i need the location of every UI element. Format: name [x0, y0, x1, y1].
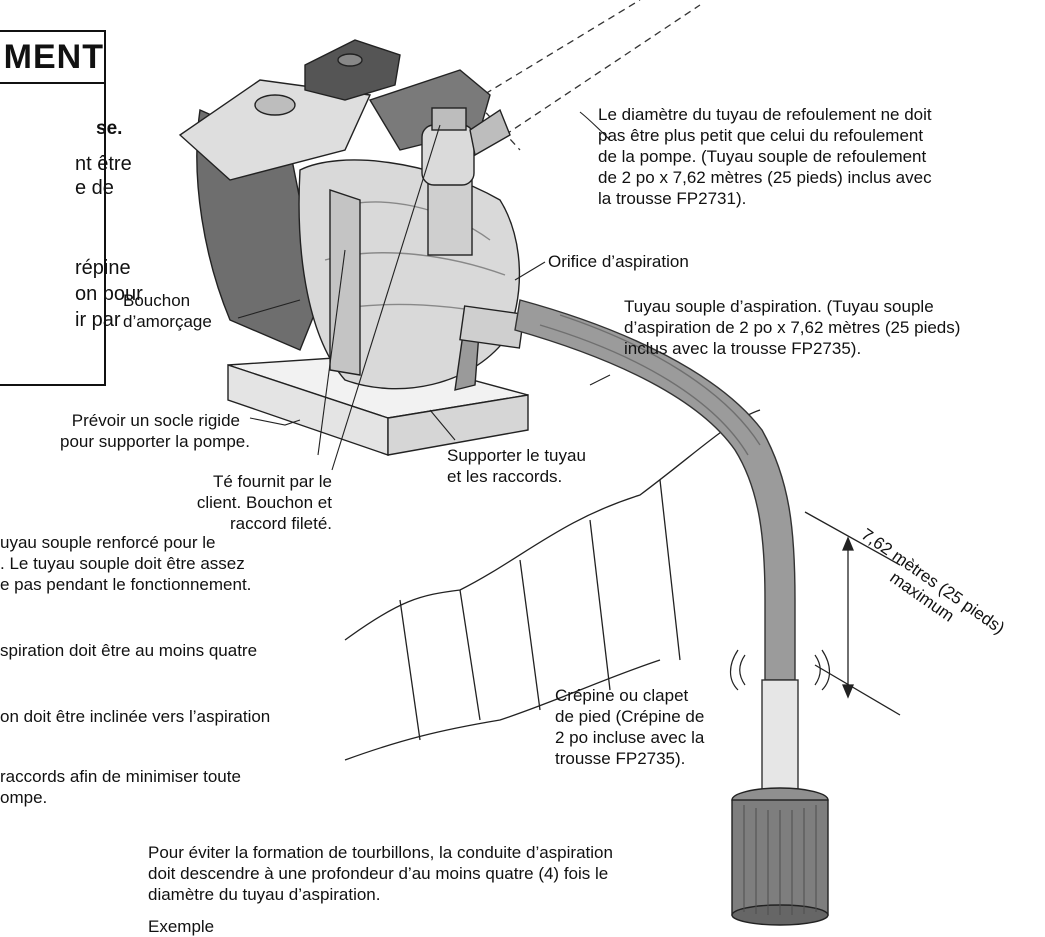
warning-line-1: nt être: [75, 153, 132, 175]
pump-body: [178, 39, 525, 391]
left-note-3: on doit être inclinée vers l’aspiration: [0, 707, 271, 726]
water-ripple: [729, 649, 831, 691]
warning-line-3: répine: [75, 257, 131, 279]
suction-hose-label: Tuyau souple d’aspiration. (Tuyau souple…: [624, 297, 961, 358]
suction-port-label: Orifice d’aspiration: [548, 252, 689, 271]
suction-hose: [514, 299, 799, 791]
strainer: [731, 787, 829, 926]
left-note-2: spiration doit être au moins quatre: [0, 641, 258, 660]
left-note-4: raccords afin de minimiser toute ompe.: [0, 767, 241, 807]
left-note-1: uyau souple renforcé pour le . Le tuyau …: [0, 533, 252, 594]
water-ground: [344, 409, 761, 761]
tee-label: Té fournit par le client. Bouchon et rac…: [196, 472, 332, 533]
priming-plug-label: Bouchon d’amorçage: [123, 291, 212, 331]
rigid-base-label: Prévoir un socle rigide pour supporter l…: [60, 411, 250, 451]
warning-line-5: ir par: [75, 309, 121, 331]
warning-box: MENT: [0, 30, 106, 386]
leader-lines: [237, 111, 611, 471]
support-hose-label: Supporter le tuyau et les raccords.: [447, 446, 586, 486]
warning-line-4: on pour: [75, 283, 143, 305]
discharge-diameter-label: Le diamètre du tuyau de refoulement ne d…: [598, 105, 932, 208]
warning-bold-line: se.: [96, 118, 123, 139]
vortex-label: Pour éviter la formation de tourbillons,…: [148, 843, 613, 904]
warning-line-2: e de: [75, 177, 114, 199]
strainer-label: Crépine ou clapet de pied (Crépine de 2 …: [555, 686, 705, 768]
warning-title: MENT: [0, 32, 104, 84]
